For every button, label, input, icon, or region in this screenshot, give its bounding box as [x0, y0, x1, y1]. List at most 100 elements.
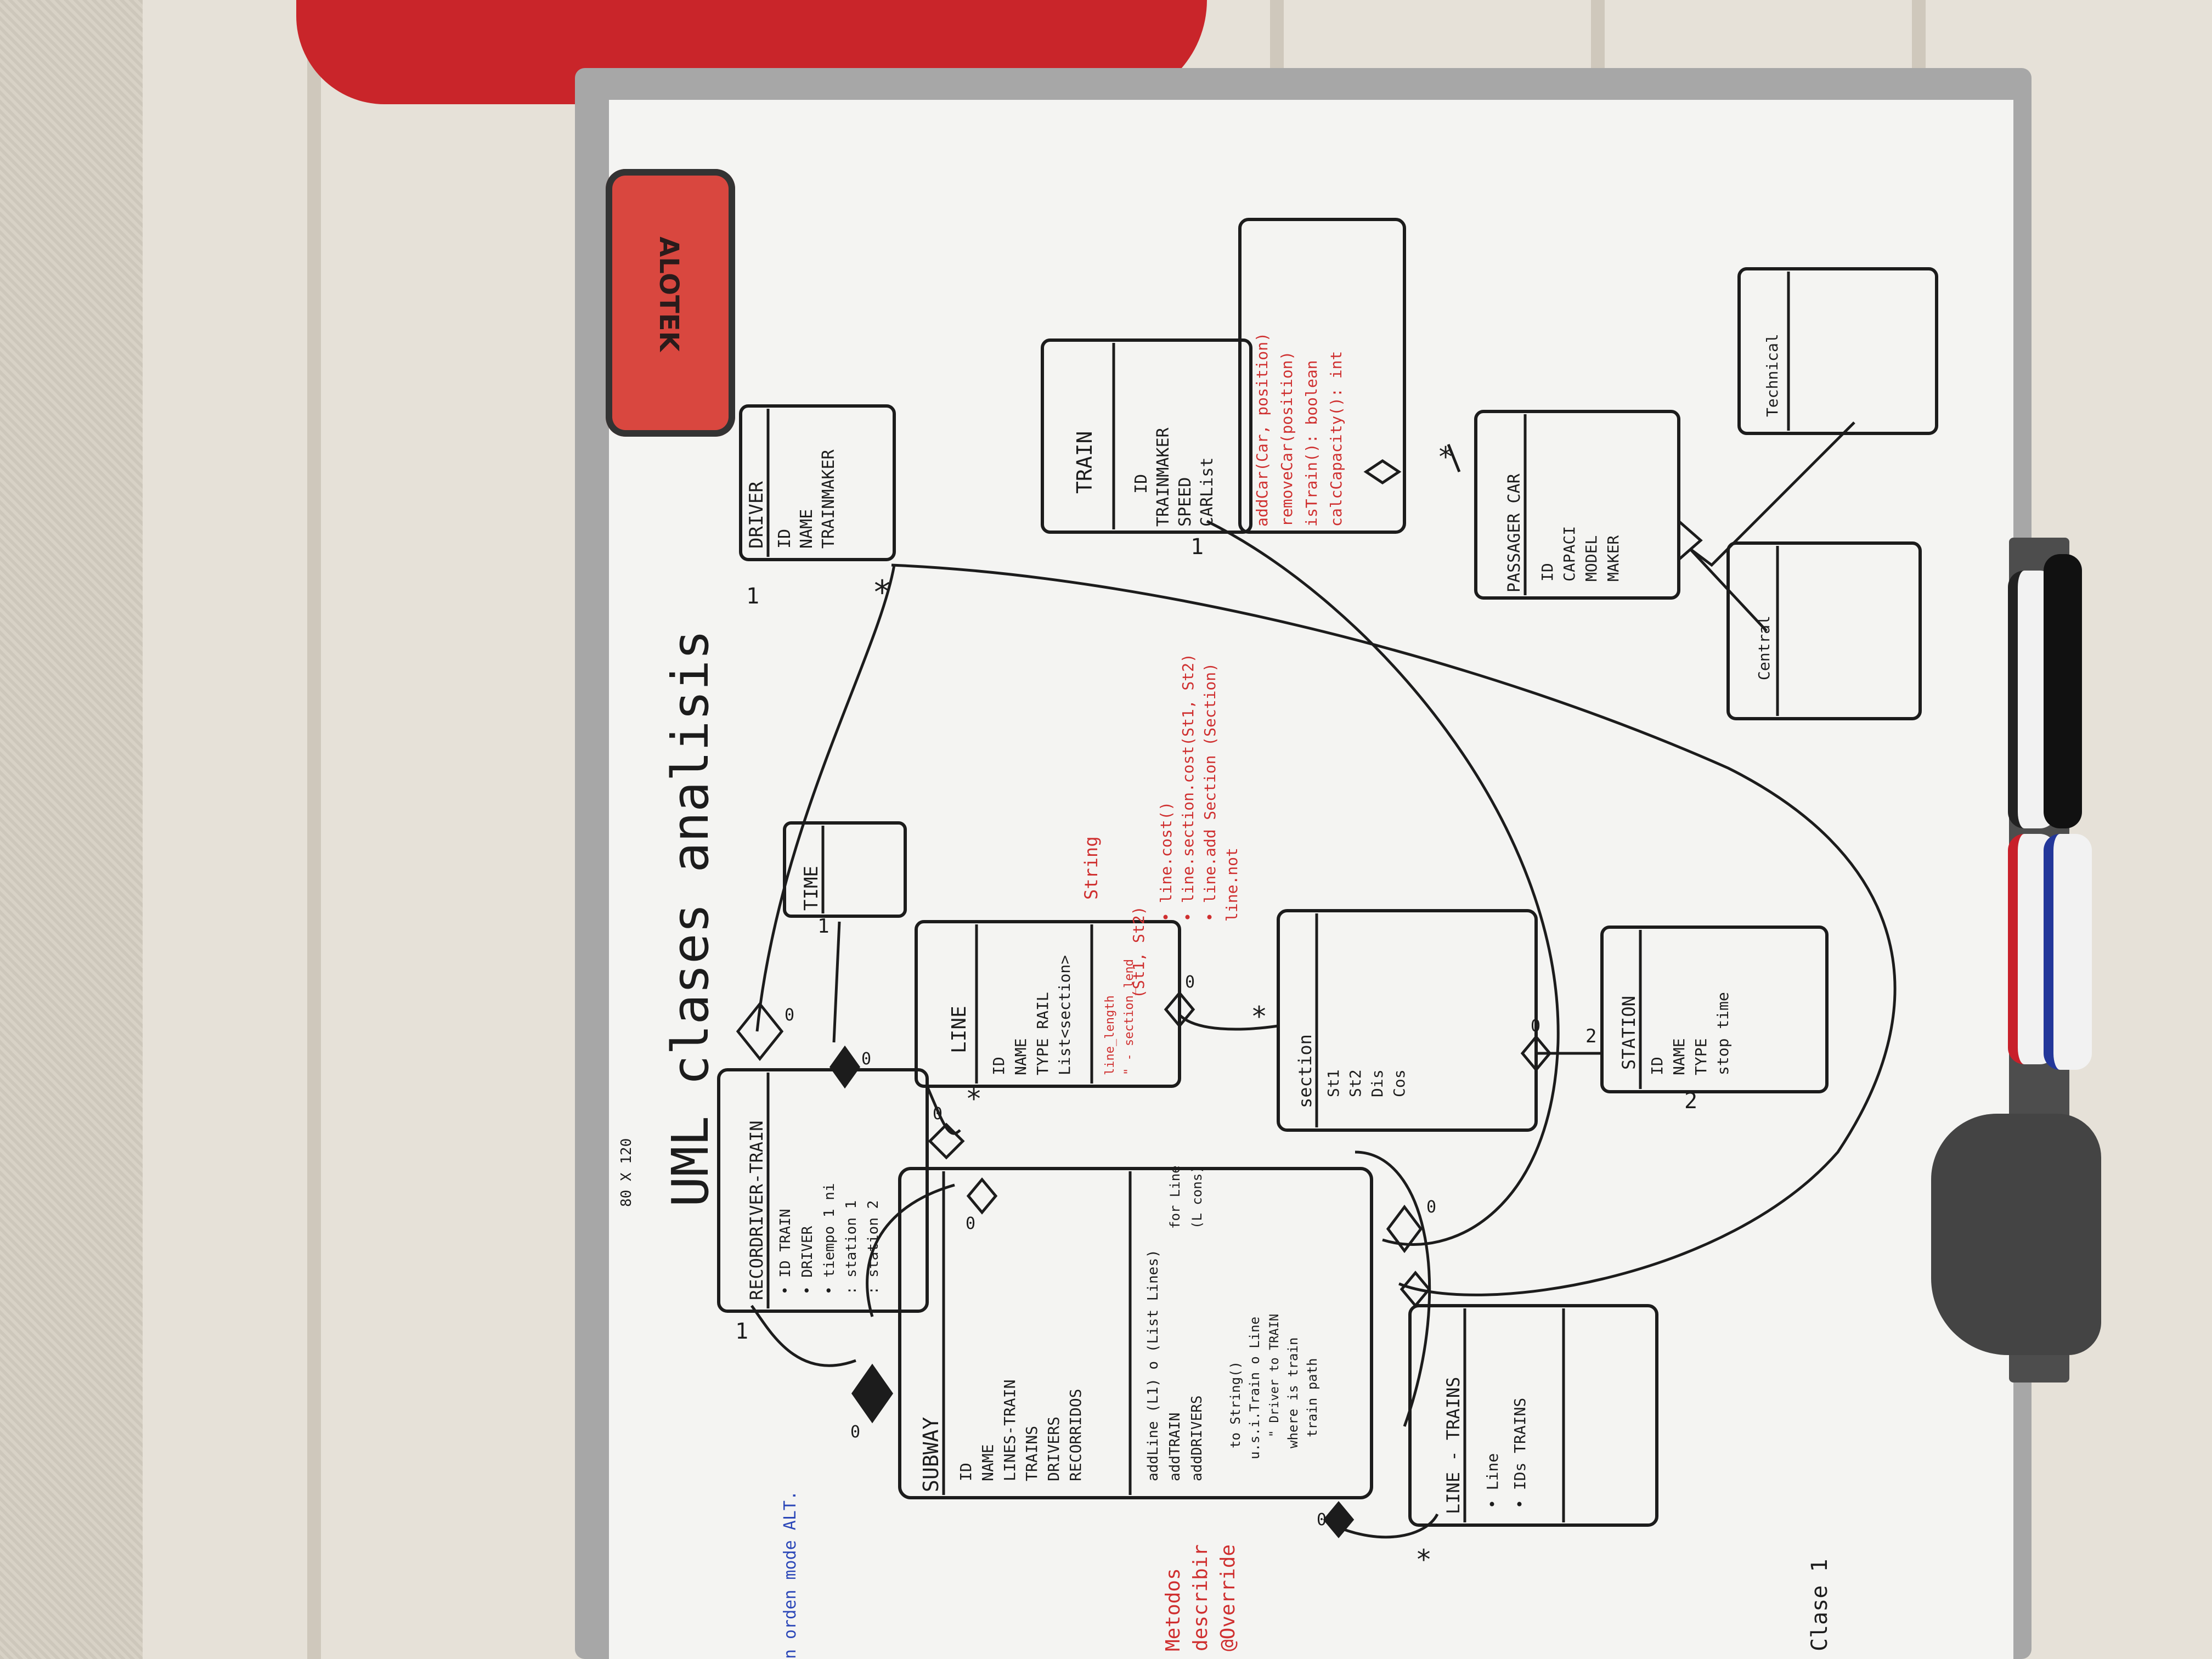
- subway-method: addTRAIN: [1167, 1413, 1183, 1481]
- subway-method: u.s.i.Train o Line: [1247, 1317, 1262, 1459]
- passenger-car-class-name: PASSAGER CAR: [1505, 473, 1524, 592]
- section-attr: Dis: [1368, 1069, 1386, 1097]
- subway-attr: TRAINS: [1023, 1426, 1041, 1481]
- subway-method: where is train: [1285, 1338, 1301, 1448]
- train-class-box: [1041, 338, 1252, 534]
- train-attr: CARList: [1198, 458, 1217, 527]
- record-attr: : station 1: [843, 1200, 860, 1295]
- black-margin-note: Clase 1: [1807, 1559, 1832, 1651]
- multiplicity: 0: [966, 1214, 975, 1233]
- train-attr: ID: [1132, 474, 1151, 494]
- line-attr: ID: [990, 1057, 1008, 1075]
- central-class-name: Central: [1755, 616, 1773, 680]
- composition-diamond: [851, 1363, 894, 1424]
- multiplicity: 2: [1684, 1088, 1697, 1114]
- subway-note: (L cons): [1189, 1165, 1205, 1229]
- line-trains-attr: • IDs TRAINS: [1511, 1398, 1529, 1509]
- driver-class-name: DRIVER: [746, 481, 768, 549]
- passenger-car-attr: CAPACI: [1560, 526, 1578, 582]
- multiplicity: 1: [746, 584, 759, 609]
- subway-attr: RECORRIDOS: [1066, 1389, 1085, 1481]
- record-class-name: RECORDRIVER-TRAIN: [746, 1120, 767, 1300]
- time-record-line: [832, 921, 841, 1043]
- black-marker-2: [2044, 554, 2082, 828]
- subway-attr: DRIVERS: [1045, 1417, 1063, 1481]
- aggregation-diamond: [1386, 1204, 1423, 1254]
- grey-glove: [1931, 1114, 2101, 1355]
- passenger-car-attr: MAKER: [1604, 535, 1622, 582]
- passenger-car-attr: MODEL: [1582, 535, 1600, 582]
- train-subway-curve: [1206, 520, 1560, 1246]
- generalization-technical: [1689, 421, 1855, 567]
- subway-linetrains-line: [1332, 1513, 1439, 1539]
- multiplicity: 1: [817, 915, 830, 938]
- red-note: (St1, St2): [1130, 906, 1148, 998]
- red-margin-note: Metodos: [1162, 1568, 1184, 1651]
- board-size-label: 80 X 120: [618, 1138, 635, 1207]
- driver-record-line: [755, 565, 896, 1032]
- train-method: isTrain(): boolean: [1302, 360, 1321, 527]
- station-attr: ID: [1648, 1057, 1666, 1075]
- train-method: removeCar(position): [1278, 351, 1296, 527]
- technical-class-name: Technical: [1763, 334, 1781, 417]
- station-class-box: [1600, 926, 1829, 1093]
- technical-class-box: [1737, 267, 1938, 435]
- train-attr: TRAINMAKER: [1154, 427, 1173, 527]
- subway-attr: NAME: [979, 1444, 997, 1481]
- red-note: • line.section.cost(St1, St2): [1179, 653, 1197, 922]
- train-passengercar-line: [1447, 444, 1461, 472]
- multiplicity: 0: [1317, 1510, 1327, 1530]
- multiplicity: 0: [1426, 1198, 1436, 1217]
- red-margin-note: @Override: [1217, 1544, 1239, 1651]
- line-attr: TYPE RAIL: [1034, 992, 1052, 1075]
- record-attr: • ID TRAIN: [777, 1209, 794, 1295]
- line-trains-attr: • Line: [1483, 1453, 1502, 1509]
- section-class-box: [1277, 909, 1538, 1132]
- line-method: line_length: [1103, 995, 1117, 1075]
- subway-attr: LINES-TRAIN: [1001, 1380, 1019, 1481]
- multiplicity: 2: [1585, 1025, 1596, 1047]
- driver-attr: NAME: [797, 509, 816, 549]
- aggregation-diamond: [966, 1177, 998, 1215]
- red-note: • line.cost(): [1157, 802, 1175, 922]
- section-attr: St2: [1346, 1069, 1364, 1097]
- subway-note: for Line: [1167, 1165, 1183, 1229]
- subway-method: train path: [1305, 1358, 1320, 1438]
- station-attr: TYPE: [1692, 1039, 1710, 1075]
- record-attr: : station 2: [865, 1200, 882, 1295]
- red-note: line.not: [1223, 848, 1241, 922]
- subway-method: to String(): [1228, 1361, 1243, 1448]
- time-class-name: TIME: [800, 866, 822, 911]
- line-class-box: [915, 920, 1181, 1088]
- multiplicity: *: [966, 1083, 982, 1115]
- aggregation-diamond: [736, 1001, 784, 1062]
- driver-attrs: ID NAME TRAINMAKER: [775, 449, 838, 549]
- subway-class-box: [898, 1167, 1373, 1499]
- whiteboard: [609, 100, 2013, 1659]
- train-method: calcCapacity(): int: [1327, 351, 1345, 527]
- line-class-name: LINE: [948, 1006, 970, 1053]
- record-attr: • tiempo 1 ni: [821, 1183, 838, 1295]
- driver-station-curve: [891, 563, 1897, 1296]
- driver-attr: ID: [775, 529, 794, 549]
- section-attr: Cos: [1390, 1069, 1408, 1097]
- subway-class-name: SUBWAY: [919, 1417, 943, 1492]
- driver-class-box: [739, 404, 896, 561]
- line-trains-class-box: [1408, 1304, 1658, 1527]
- subway-method: addDRIVERS: [1189, 1395, 1205, 1481]
- multiplicity: 0: [1185, 973, 1195, 992]
- red-note: • line.add Section (Section): [1201, 663, 1219, 922]
- red-note: String: [1081, 836, 1102, 900]
- multiplicity: 0: [785, 1006, 794, 1025]
- blue-marker: [2044, 834, 2092, 1070]
- station-subway-line: [1355, 1150, 1431, 1427]
- composition-diamond: [829, 1045, 861, 1089]
- station-attr: stop time: [1714, 992, 1732, 1075]
- section-attr: St1: [1324, 1069, 1342, 1097]
- aggregation-diamond: [1363, 459, 1402, 485]
- station-class-name: STATION: [1618, 996, 1639, 1070]
- line-attr: List<section>: [1056, 955, 1074, 1075]
- time-class-box: [783, 821, 907, 918]
- train-methods-box: [1238, 218, 1406, 534]
- multiplicity: 0: [1531, 1017, 1541, 1036]
